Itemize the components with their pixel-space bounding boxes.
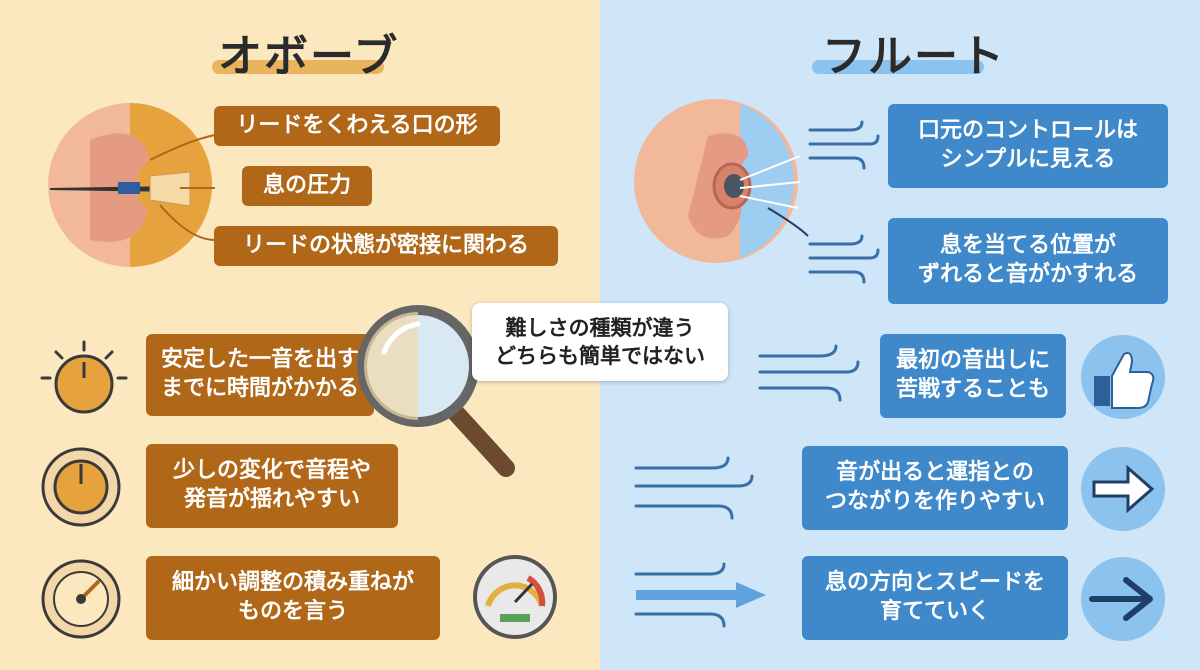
- arrow-right-icon: [1081, 557, 1165, 641]
- oboe-title-underline: [212, 60, 384, 74]
- center-callout: 難しさの種類が違う どちらも簡単ではない: [472, 303, 728, 381]
- wind-icon: [758, 344, 860, 402]
- flute-title-underline: [812, 60, 984, 74]
- arrow-right-icon: [1081, 447, 1165, 531]
- flute-item-1: 最初の音出しに 苦戦することも: [880, 334, 1066, 418]
- thumbs-up-icon: [1081, 335, 1165, 419]
- oboe-item-2: 少しの変化で音程や 発音が揺れやすい: [146, 444, 398, 528]
- oboe-mouth-illustration: [48, 103, 216, 267]
- gauge-icon: [41, 559, 121, 639]
- wind-icon: [808, 234, 880, 284]
- oboe-mouth-label-1: リードをくわえる口の形: [214, 106, 500, 146]
- wind-icon: [808, 120, 880, 170]
- flute-mouth-label-2: 息を当てる位置が ずれると音がかすれる: [888, 218, 1168, 304]
- knob-icon: [40, 340, 128, 414]
- magnifier-icon: [357, 305, 515, 477]
- wind-arrow-icon: [634, 562, 766, 628]
- oboe-item-1: 安定した一音を出す までに時間がかかる: [146, 334, 374, 416]
- flute-mouth-label-1: 口元のコントロールは シンプルに見える: [888, 104, 1168, 188]
- flute-item-3: 息の方向とスピードを 育てていく: [802, 556, 1068, 640]
- oboe-title: オボーブ: [218, 31, 400, 82]
- wind-icon: [634, 456, 754, 520]
- flute-mouth-illustration: [634, 99, 809, 263]
- flute-item-2: 音が出ると運指との つながりを作りやすい: [802, 446, 1068, 530]
- dial-icon: [41, 447, 121, 527]
- oboe-item-3: 細かい調整の積み重ねが ものを言う: [146, 556, 440, 640]
- flute-title: フルート: [822, 31, 1006, 82]
- oboe-mouth-label-2: 息の圧力: [242, 166, 372, 206]
- oboe-mouth-label-3: リードの状態が密接に関わる: [214, 226, 558, 266]
- pressure-gauge-icon: [473, 555, 557, 639]
